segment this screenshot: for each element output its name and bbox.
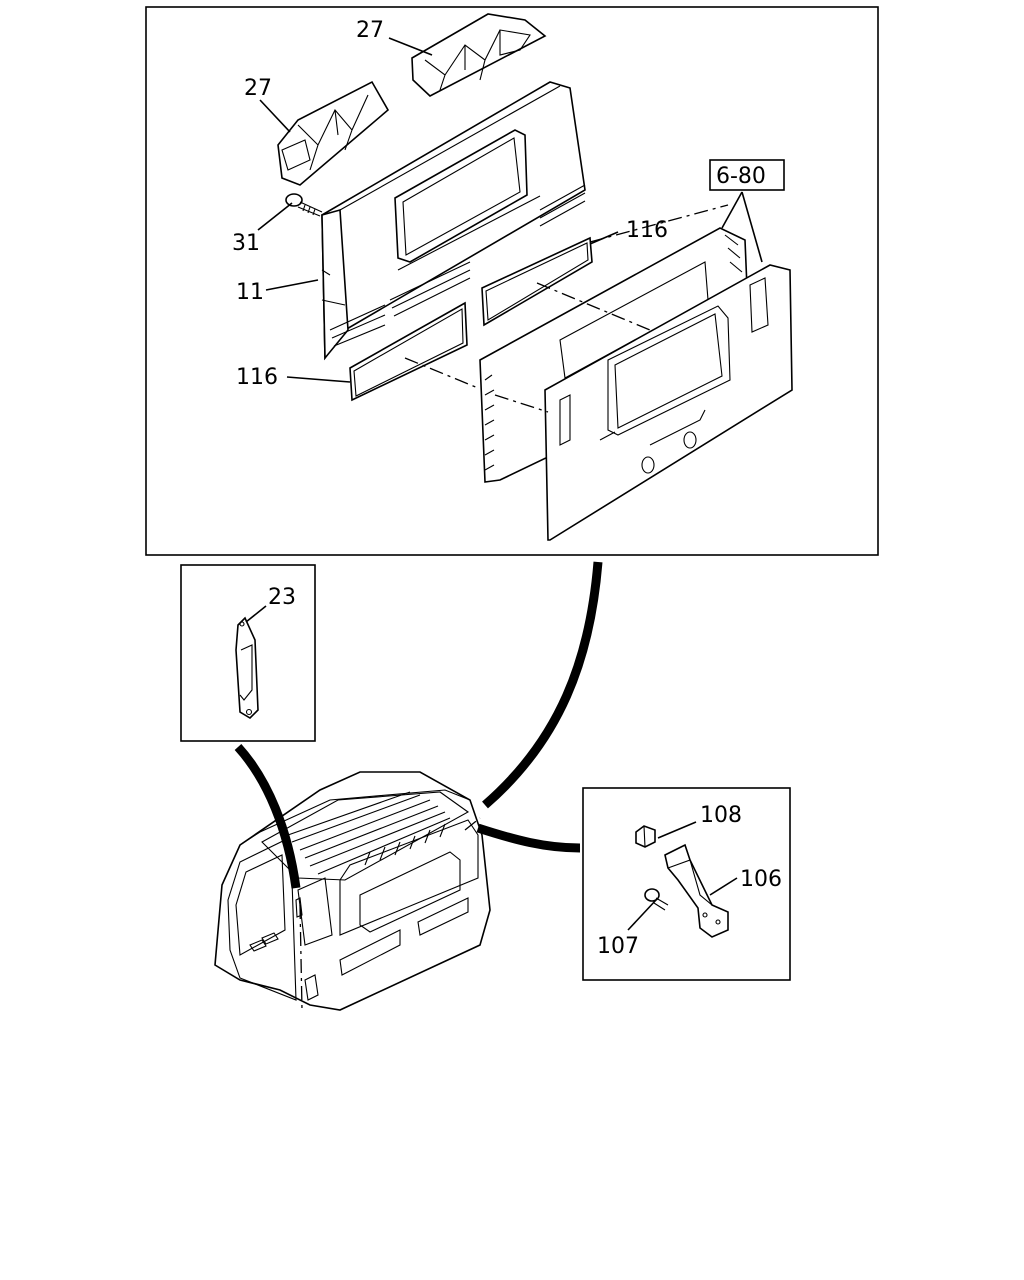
leader-31	[257, 202, 293, 231]
leader-27-lower	[259, 99, 291, 133]
connector-arc-main	[482, 561, 603, 809]
cab-rear-outer-panel	[544, 264, 793, 541]
leader-11	[265, 279, 319, 291]
leader-106	[709, 877, 738, 896]
callout-107: 107	[597, 934, 639, 959]
assembly-line-3	[494, 394, 549, 413]
leader-108	[657, 821, 697, 839]
inset-frame-106	[582, 787, 791, 981]
bolt-part	[285, 193, 323, 217]
leader-107	[627, 899, 657, 931]
inset-frame-23	[180, 564, 316, 742]
leader-680-a	[721, 191, 743, 229]
trim-piece-lower	[277, 80, 390, 186]
bracket-part-23	[235, 616, 259, 720]
callout-31: 31	[232, 231, 260, 256]
connector-arc-23	[234, 743, 301, 889]
callout-108: 108	[700, 803, 742, 828]
leader-680-b	[741, 191, 763, 263]
back-panel	[321, 81, 586, 361]
cab-dash-line-106	[464, 817, 481, 831]
leader-116-upper	[589, 231, 619, 245]
main-detail-frame	[145, 6, 879, 556]
assembly-line-1	[404, 357, 479, 389]
assembly-line-4	[589, 204, 729, 243]
insulator-lower	[349, 301, 468, 402]
clip-nut-part-108	[635, 825, 656, 848]
assembly-line-2	[536, 282, 651, 331]
callout-27-upper: 27	[356, 18, 384, 43]
bolt-part-107	[644, 888, 669, 911]
insulator-upper	[481, 236, 593, 327]
callout-106: 106	[740, 867, 782, 892]
leader-23	[245, 605, 267, 623]
connector-arc-106	[476, 823, 581, 853]
trim-piece-upper	[411, 13, 547, 97]
callout-6-80: 6-80	[716, 164, 766, 189]
leader-116-lower	[286, 376, 351, 383]
callout-27-lower: 27	[244, 76, 272, 101]
cab-dash-line-23	[299, 904, 303, 1011]
callout-23: 23	[268, 585, 296, 610]
leader-27-upper	[388, 37, 433, 56]
cab-overview	[214, 771, 491, 1011]
bracket-part-106	[664, 843, 729, 938]
callout-680-box	[709, 159, 785, 191]
callout-11: 11	[236, 280, 264, 305]
callout-116-lower: 116	[236, 365, 278, 390]
callout-116-upper: 116	[626, 218, 668, 243]
